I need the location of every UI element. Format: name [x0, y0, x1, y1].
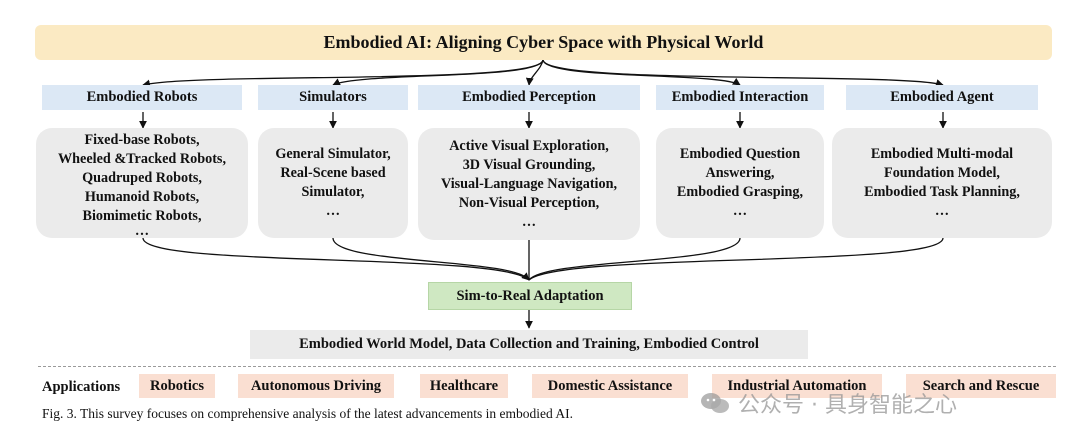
application-autonomous-driving: Autonomous Driving: [238, 374, 394, 398]
title-arrow-interaction: [542, 59, 741, 86]
card-item: …: [732, 203, 748, 219]
card-item: Wheeled &Tracked Robots,: [57, 150, 226, 167]
card-simulators: General Simulator, Real-Scene based Simu…: [258, 128, 408, 238]
card-embodied-interaction: Embodied Question Answering, Embodied Gr…: [656, 128, 824, 238]
card-item: Biomimetic Robots,: [82, 207, 202, 224]
application-domestic-assistance: Domestic Assistance: [532, 374, 688, 398]
card-item: Quadruped Robots,: [82, 169, 202, 186]
card-embodied-robots: Fixed-base Robots, Wheeled &Tracked Robo…: [36, 128, 248, 238]
card-item: Humanoid Robots,: [84, 188, 200, 205]
card-item: Answering,: [705, 165, 775, 181]
watermark-text: 公众号 · 具身智能之心: [738, 393, 957, 418]
application-robotics: Robotics: [139, 374, 215, 398]
wechat-icon: [701, 393, 729, 413]
title-arrow-simulators: [332, 59, 544, 86]
heading-simulators: Simulators: [258, 85, 408, 110]
application-industrial-automation: Industrial Automation: [712, 374, 882, 398]
heading-embodied-perception: Embodied Perception: [418, 85, 640, 110]
card-item: Embodied Multi-modal: [870, 146, 1014, 162]
card-embodied-perception: Active Visual Exploration, 3D Visual Gro…: [418, 128, 640, 240]
card-item: Embodied Grasping,: [676, 184, 804, 200]
card-item: Embodied Question: [679, 146, 801, 162]
diagram-title: Embodied AI: Aligning Cyber Space with P…: [35, 25, 1052, 60]
card-item: …: [134, 222, 150, 239]
card-item: 3D Visual Grounding,: [462, 156, 596, 173]
application-healthcare: Healthcare: [420, 374, 508, 398]
merge-line-simulators: [332, 237, 530, 281]
card-item: …: [934, 203, 950, 219]
card-item: …: [521, 213, 537, 230]
heading-embodied-agent: Embodied Agent: [846, 85, 1038, 110]
card-item: Real-Scene based: [280, 165, 386, 181]
card-embodied-agent: Embodied Multi-modal Foundation Model, E…: [832, 128, 1052, 238]
application-search-and-rescue: Search and Rescue: [906, 374, 1056, 398]
card-item: Active Visual Exploration,: [449, 137, 609, 154]
merge-line-agent: [528, 237, 944, 281]
card-item: Embodied Task Planning,: [864, 184, 1020, 200]
card-item: General Simulator,: [275, 146, 391, 162]
title-arrow-robots: [142, 59, 544, 88]
merge-line-robots: [142, 237, 530, 281]
card-item: …: [325, 203, 341, 219]
card-item: Fixed-base Robots,: [84, 131, 200, 148]
applications-label: Applications: [42, 378, 121, 395]
foundation-box: Embodied World Model, Data Collection an…: [250, 330, 808, 359]
sim-to-real-adaptation: Sim-to-Real Adaptation: [428, 282, 632, 310]
heading-embodied-interaction: Embodied Interaction: [656, 85, 824, 110]
title-arrow-perception: [525, 59, 544, 86]
card-item: Foundation Model,: [884, 165, 1000, 181]
section-divider: [38, 366, 1056, 367]
title-arrow-agent: [542, 59, 944, 87]
card-item: Non-Visual Perception,: [458, 194, 600, 211]
card-item: Visual-Language Navigation,: [440, 175, 618, 192]
figure-caption: Fig. 3. This survey focuses on comprehen…: [42, 406, 574, 421]
heading-embodied-robots: Embodied Robots: [42, 85, 242, 110]
card-item: Simulator,: [301, 184, 365, 200]
merge-line-interaction: [528, 237, 741, 281]
watermark: 公众号 · 具身智能之心: [700, 386, 1060, 420]
